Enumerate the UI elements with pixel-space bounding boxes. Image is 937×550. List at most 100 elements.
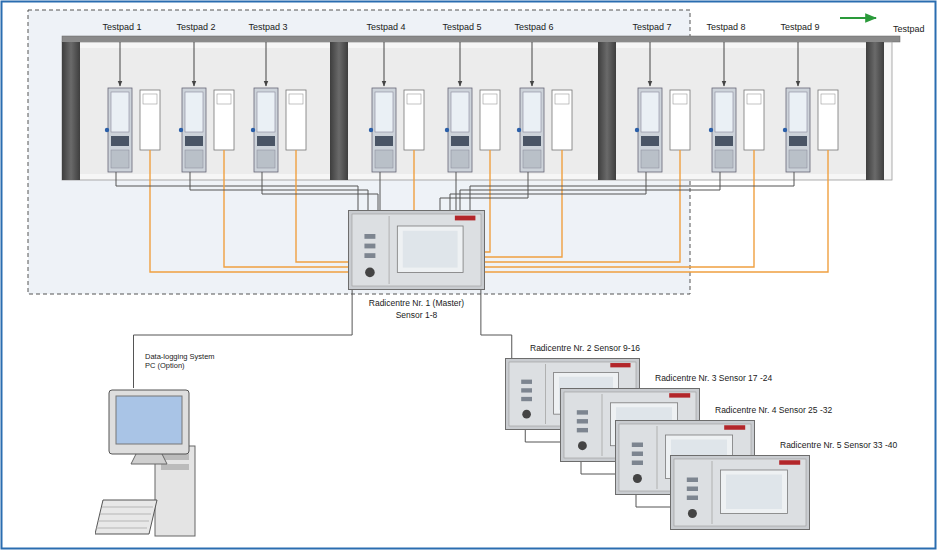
brand-badge (779, 460, 800, 465)
feed-arrow (650, 42, 651, 86)
chamber-body (182, 88, 206, 172)
chamber-body (520, 88, 544, 172)
chamber-port (783, 128, 787, 132)
screen-area (726, 475, 782, 510)
device-button (364, 234, 375, 239)
control-wire (450, 172, 646, 210)
cabinet-window (217, 94, 231, 104)
device-face (352, 214, 481, 286)
wall-panel (62, 42, 80, 180)
power-switch (688, 509, 697, 518)
cabinet-window (821, 94, 835, 104)
face-divider (657, 426, 658, 489)
feed-arrow (384, 42, 385, 86)
control-wire (440, 172, 528, 210)
chamber-base (257, 150, 275, 168)
test-chamber (251, 42, 306, 172)
radicentre-unit: Radicentre Nr. 5 Sensor 33 -40 (670, 455, 810, 530)
chamber-window (375, 92, 393, 132)
chamber-panel (641, 136, 659, 146)
testpad-label: Testpad 9 (780, 22, 819, 32)
chamber-body (638, 88, 662, 172)
chamber-window (185, 92, 203, 132)
chamber-port (635, 128, 639, 132)
sensor-wire (485, 150, 828, 272)
chamber-port (709, 128, 713, 132)
chamber-body (786, 88, 810, 172)
bus-cable (525, 430, 560, 442)
chamber-panel (185, 136, 203, 146)
power-switch (365, 268, 375, 278)
chamber-base (715, 150, 733, 168)
device-illustration (348, 210, 485, 290)
device-button (521, 397, 532, 401)
feed-arrow (194, 42, 195, 86)
radicentre-unit: Radicentre Nr. 1 (Master)Sensor 1-8 (348, 210, 485, 290)
cabinet-window (483, 94, 497, 104)
device-button (577, 428, 588, 432)
brand-badge (455, 216, 476, 221)
test-chamber (517, 42, 572, 172)
cabinet-window (555, 94, 569, 104)
sensor-cabinet (480, 90, 500, 150)
chamber-port (445, 128, 449, 132)
face-divider (389, 216, 390, 284)
chamber-base (111, 150, 129, 168)
wall-panel (866, 42, 884, 180)
continuation-arrow (840, 17, 876, 19)
sensor-wire (485, 150, 754, 267)
chamber-panel (111, 136, 129, 146)
chamber-window (641, 92, 659, 132)
sensor-wire (413, 150, 414, 210)
feed-arrow (532, 42, 533, 86)
device-button (687, 478, 698, 483)
device-illustration (670, 455, 810, 530)
sensor-cabinet (404, 90, 424, 150)
test-chamber (445, 42, 500, 172)
sensor-cabinet (670, 90, 690, 150)
device-button (364, 244, 375, 249)
testpad-label: Testpad 7 (632, 22, 671, 32)
cabinet-window (143, 94, 157, 104)
sensor-cabinet (286, 90, 306, 150)
unit-label: Radicentre Nr. 5 Sensor 33 -40 (780, 440, 897, 450)
unit-label: Data-logging System PC (Option) (145, 352, 225, 370)
chamber-base (451, 150, 469, 168)
test-band (62, 42, 892, 180)
device-button (632, 443, 643, 448)
chamber-port (251, 128, 255, 132)
bay-panel (80, 48, 330, 174)
device-housing (671, 456, 810, 530)
bus-cable (636, 495, 670, 507)
chamber-port (369, 128, 373, 132)
testpad-label: Testpad 5 (442, 22, 481, 32)
pc-keyboard (95, 500, 157, 534)
test-chamber (179, 42, 234, 172)
drive-bay (161, 464, 189, 470)
control-wire (380, 172, 381, 210)
pc-monitor (109, 390, 189, 454)
brand-badge (610, 363, 630, 367)
face-divider (712, 461, 713, 524)
chamber-body (108, 88, 132, 172)
key-row (100, 514, 151, 515)
testpad-label: Testpad 4 (366, 22, 405, 32)
key-row (102, 507, 153, 508)
feed-arrow (266, 42, 267, 86)
control-wire (470, 172, 794, 210)
test-chamber (105, 42, 160, 172)
sensor-wire (485, 150, 490, 252)
feed-arrow (120, 42, 121, 86)
brand-badge (724, 425, 745, 430)
testpad-label: Testpad (893, 24, 925, 34)
power-switch (522, 410, 531, 419)
chamber-panel (257, 136, 275, 146)
drive-bay (161, 454, 189, 460)
testpad-label: Testpad 2 (176, 22, 215, 32)
chamber-body (712, 88, 736, 172)
chamber-panel (375, 136, 393, 146)
sensor-cabinet (552, 90, 572, 150)
